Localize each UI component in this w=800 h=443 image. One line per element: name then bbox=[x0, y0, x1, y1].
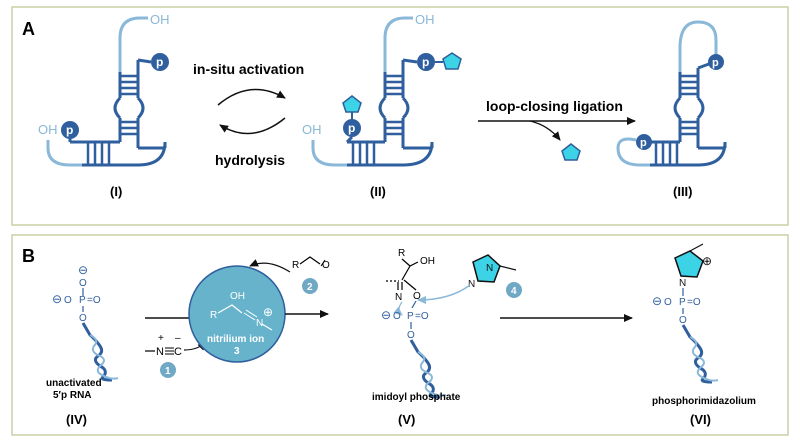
vi-o-bottom: O bbox=[679, 315, 687, 326]
released-pentagon bbox=[561, 143, 581, 161]
p-label-II-top: p bbox=[422, 55, 429, 69]
rna-hairpin-III: p p bbox=[616, 20, 727, 167]
oh-label-II-left: OH bbox=[302, 122, 322, 137]
v-eq-o: =O bbox=[415, 311, 429, 322]
v-o-bottom: O bbox=[407, 330, 415, 341]
aldehyde-r: R bbox=[292, 260, 299, 271]
badge-2 bbox=[302, 278, 318, 294]
imidoyl-r: R bbox=[398, 248, 405, 259]
stage-label-IV: (IV) bbox=[66, 412, 87, 427]
imidazole-n-top: N bbox=[486, 263, 493, 274]
label-loop-closing-ligation: loop-closing ligation bbox=[486, 98, 623, 114]
badge-1-text: 1 bbox=[165, 366, 171, 377]
nitrilium-n: N bbox=[256, 318, 263, 329]
badge-4 bbox=[506, 282, 522, 298]
v-caption: imidoyl phosphate bbox=[372, 392, 461, 403]
activation-pentagon-II-left bbox=[342, 95, 362, 113]
vi-o-left: O bbox=[664, 297, 672, 308]
imidazole-4: N N bbox=[468, 254, 517, 290]
nitrilium-oh: OH bbox=[230, 291, 245, 302]
nitrilium-r: R bbox=[210, 310, 217, 321]
iv-caption-line2: 5′p RNA bbox=[53, 390, 92, 401]
p-label-I: p bbox=[66, 123, 73, 137]
structure-V: R OH N O ⊖ O P =O O bbox=[381, 248, 447, 399]
iv-o-top: O bbox=[79, 278, 87, 289]
isocyanide-plus: + bbox=[158, 333, 164, 344]
v-o-left: O bbox=[393, 311, 401, 322]
equilibrium-arrows bbox=[217, 88, 286, 135]
v-minus: ⊖ bbox=[381, 308, 391, 322]
badge-2-text: 2 bbox=[307, 282, 313, 293]
iv-p: P bbox=[79, 295, 86, 306]
vi-p: P bbox=[679, 297, 686, 308]
iv-eq-o: =O bbox=[87, 295, 101, 306]
panel-a-letter: A bbox=[22, 19, 35, 39]
aldehyde-2: R O bbox=[292, 256, 330, 271]
iv-caption-line1: unactivated bbox=[46, 378, 102, 389]
oh-label-I-left: OH bbox=[38, 122, 58, 137]
nitrilium-ion-circle: OH R N ⊕ nitrilium ion 3 bbox=[188, 265, 286, 363]
nitrilium-plus: ⊕ bbox=[263, 305, 273, 319]
isocyanide-n: N bbox=[156, 346, 164, 358]
oh-label-II-top: OH bbox=[415, 12, 435, 27]
stage-label-VI: (VI) bbox=[690, 412, 711, 427]
p-label-III: p bbox=[640, 137, 647, 149]
p-label-III-top: p bbox=[712, 57, 719, 69]
imidoyl-n: N bbox=[395, 292, 402, 303]
aldehyde-o: O bbox=[322, 260, 330, 271]
vi-plus: ⊕ bbox=[702, 254, 712, 268]
ligation-arrow bbox=[478, 117, 636, 161]
badge-4-text: 4 bbox=[511, 286, 517, 297]
arrow-aldehyde-in bbox=[249, 259, 291, 273]
stage-label-V: (V) bbox=[398, 412, 415, 427]
iv-o-left: O bbox=[64, 295, 72, 306]
iv-minus-top: ⊖ bbox=[78, 263, 88, 277]
vi-eq-o: =O bbox=[687, 297, 701, 308]
isocyanide-minus: – bbox=[175, 333, 181, 344]
panel-a-frame bbox=[11, 6, 789, 226]
arrow-imidazole-attack bbox=[417, 284, 471, 304]
imidazole-n-bottom: N bbox=[468, 279, 475, 290]
stage-label-III: (III) bbox=[673, 184, 693, 199]
structure-IV: ⊖ O ⊖ O P =O O bbox=[52, 263, 119, 382]
badge-1 bbox=[160, 362, 176, 378]
activation-pentagon-II-top bbox=[442, 52, 462, 70]
rna-hairpin-I: OH p OH p bbox=[38, 12, 170, 167]
label-in-situ-activation: in-situ activation bbox=[193, 61, 304, 77]
p-label-II: p bbox=[348, 121, 355, 135]
imidoyl-oh: OH bbox=[420, 256, 435, 267]
stage-label-I: (I) bbox=[110, 184, 122, 199]
nitrilium-number: 3 bbox=[234, 346, 240, 357]
label-hydrolysis: hydrolysis bbox=[215, 152, 285, 168]
panel-b-frame bbox=[11, 234, 789, 436]
vi-imidazole-n: N bbox=[679, 278, 686, 289]
v-p: P bbox=[407, 311, 414, 322]
p-label-I-top: p bbox=[156, 55, 163, 69]
vi-minus: ⊖ bbox=[652, 294, 662, 308]
isocyanide-c: C bbox=[174, 346, 182, 358]
rna-hairpin-II: OH OH p p bbox=[302, 12, 462, 167]
iv-o-bottom: O bbox=[79, 313, 87, 324]
nitrilium-label: nitrilium ion bbox=[207, 334, 264, 345]
vi-caption: phosphorimidazolium bbox=[652, 396, 756, 407]
imidoyl-o: O bbox=[413, 291, 421, 302]
panel-b-letter: B bbox=[22, 246, 35, 266]
structure-VI: ⊕ N ⊖ O P =O O bbox=[652, 243, 719, 384]
stage-label-II: (II) bbox=[370, 184, 386, 199]
oh-label-I-top: OH bbox=[150, 12, 170, 27]
iv-minus-left: ⊖ bbox=[52, 292, 62, 306]
